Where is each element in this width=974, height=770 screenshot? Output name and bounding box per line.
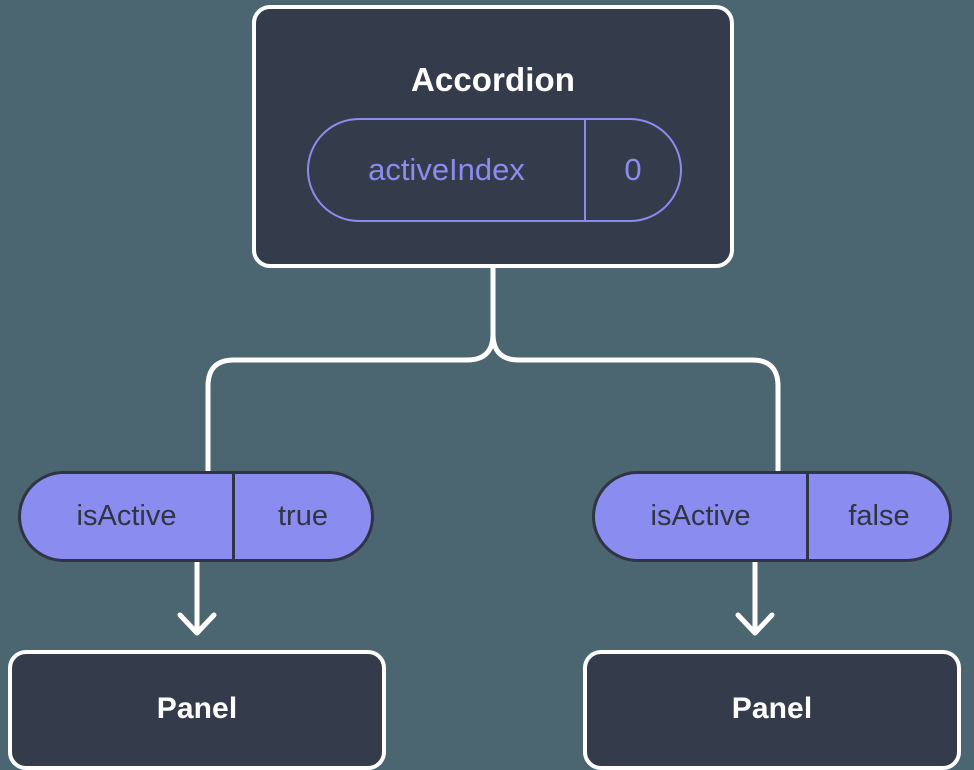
component-title-panel-right: Panel bbox=[731, 692, 813, 725]
arrow-left-head bbox=[177, 612, 217, 636]
prop-pill-isactive-left[interactable]: isActive true bbox=[18, 471, 374, 562]
state-pill-value: 0 bbox=[584, 120, 680, 220]
state-pill-activeindex[interactable]: activeIndex 0 bbox=[307, 118, 682, 222]
connector-fork-right bbox=[490, 331, 781, 474]
component-title-accordion: Accordion bbox=[410, 61, 576, 98]
connector-fork-left bbox=[205, 331, 496, 474]
component-node-panel-left[interactable]: Panel bbox=[8, 650, 386, 770]
prop-pill-value-right: false bbox=[806, 474, 949, 559]
prop-pill-isactive-right[interactable]: isActive false bbox=[592, 471, 952, 562]
arrow-right-head bbox=[735, 612, 775, 636]
prop-pill-key-right: isActive bbox=[650, 500, 751, 532]
state-pill-key: activeIndex bbox=[368, 152, 525, 187]
prop-pill-key-left: isActive bbox=[76, 500, 177, 532]
component-node-panel-right[interactable]: Panel bbox=[583, 650, 961, 770]
component-title-panel-left: Panel bbox=[156, 692, 238, 725]
prop-pill-value-left: true bbox=[232, 474, 371, 559]
